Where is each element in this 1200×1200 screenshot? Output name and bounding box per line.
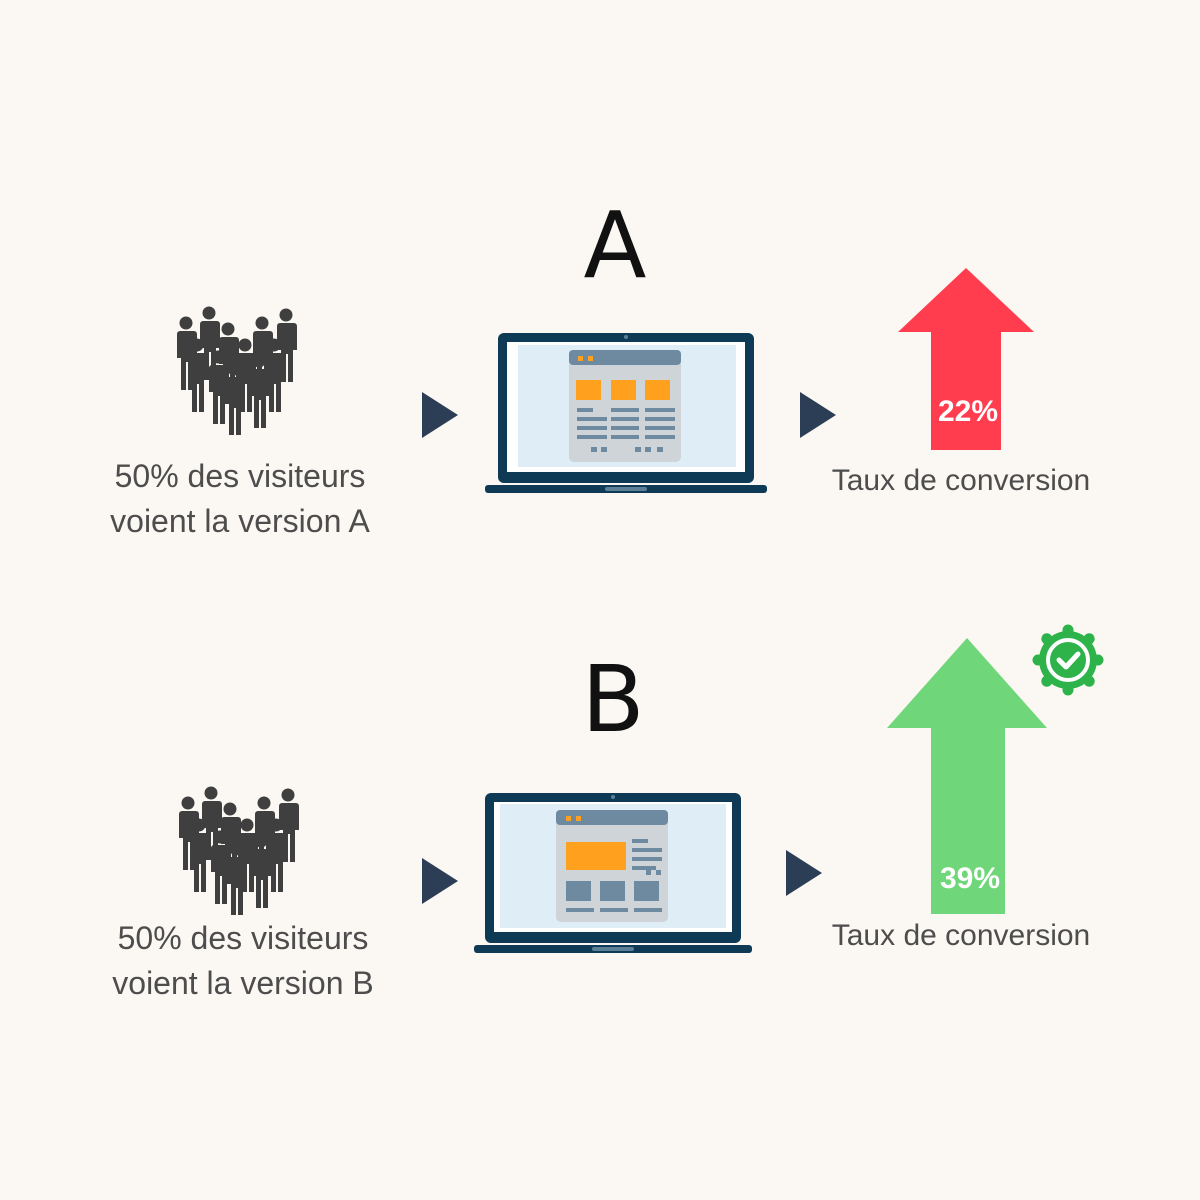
visitors-caption-b: 50% des visiteurs voient la version B [93,916,393,1006]
webpage-mockup-a [569,350,681,462]
check-badge-icon [1032,624,1104,696]
up-arrow-icon [887,638,1047,914]
conversion-rate-a: 22% [937,395,999,428]
laptop-icon [485,333,767,493]
conversion-label-a: Taux de conversion [831,464,1091,497]
caption-line-2: voient la version B [112,965,374,1001]
crowd-icon [179,786,299,915]
play-triangle-icon [786,850,822,896]
crowd-icon [177,306,297,435]
visitors-caption-a: 50% des visiteurs voient la version A [90,454,390,544]
caption-line-1: 50% des visiteurs [114,458,366,494]
caption-line-2: voient la version A [110,503,370,539]
conversion-label-b: Taux de conversion [831,919,1091,952]
conversion-rate-b: 39% [939,862,1001,895]
play-triangle-icon [422,392,458,438]
laptop-icon [474,793,752,953]
variant-b-letter: B [581,646,645,753]
play-triangle-icon [422,858,458,904]
play-triangle-icon [800,392,836,438]
webpage-mockup-b [556,810,668,922]
caption-line-1: 50% des visiteurs [117,920,369,956]
variant-a-letter: A [583,192,647,299]
up-arrow-icon [898,268,1034,450]
